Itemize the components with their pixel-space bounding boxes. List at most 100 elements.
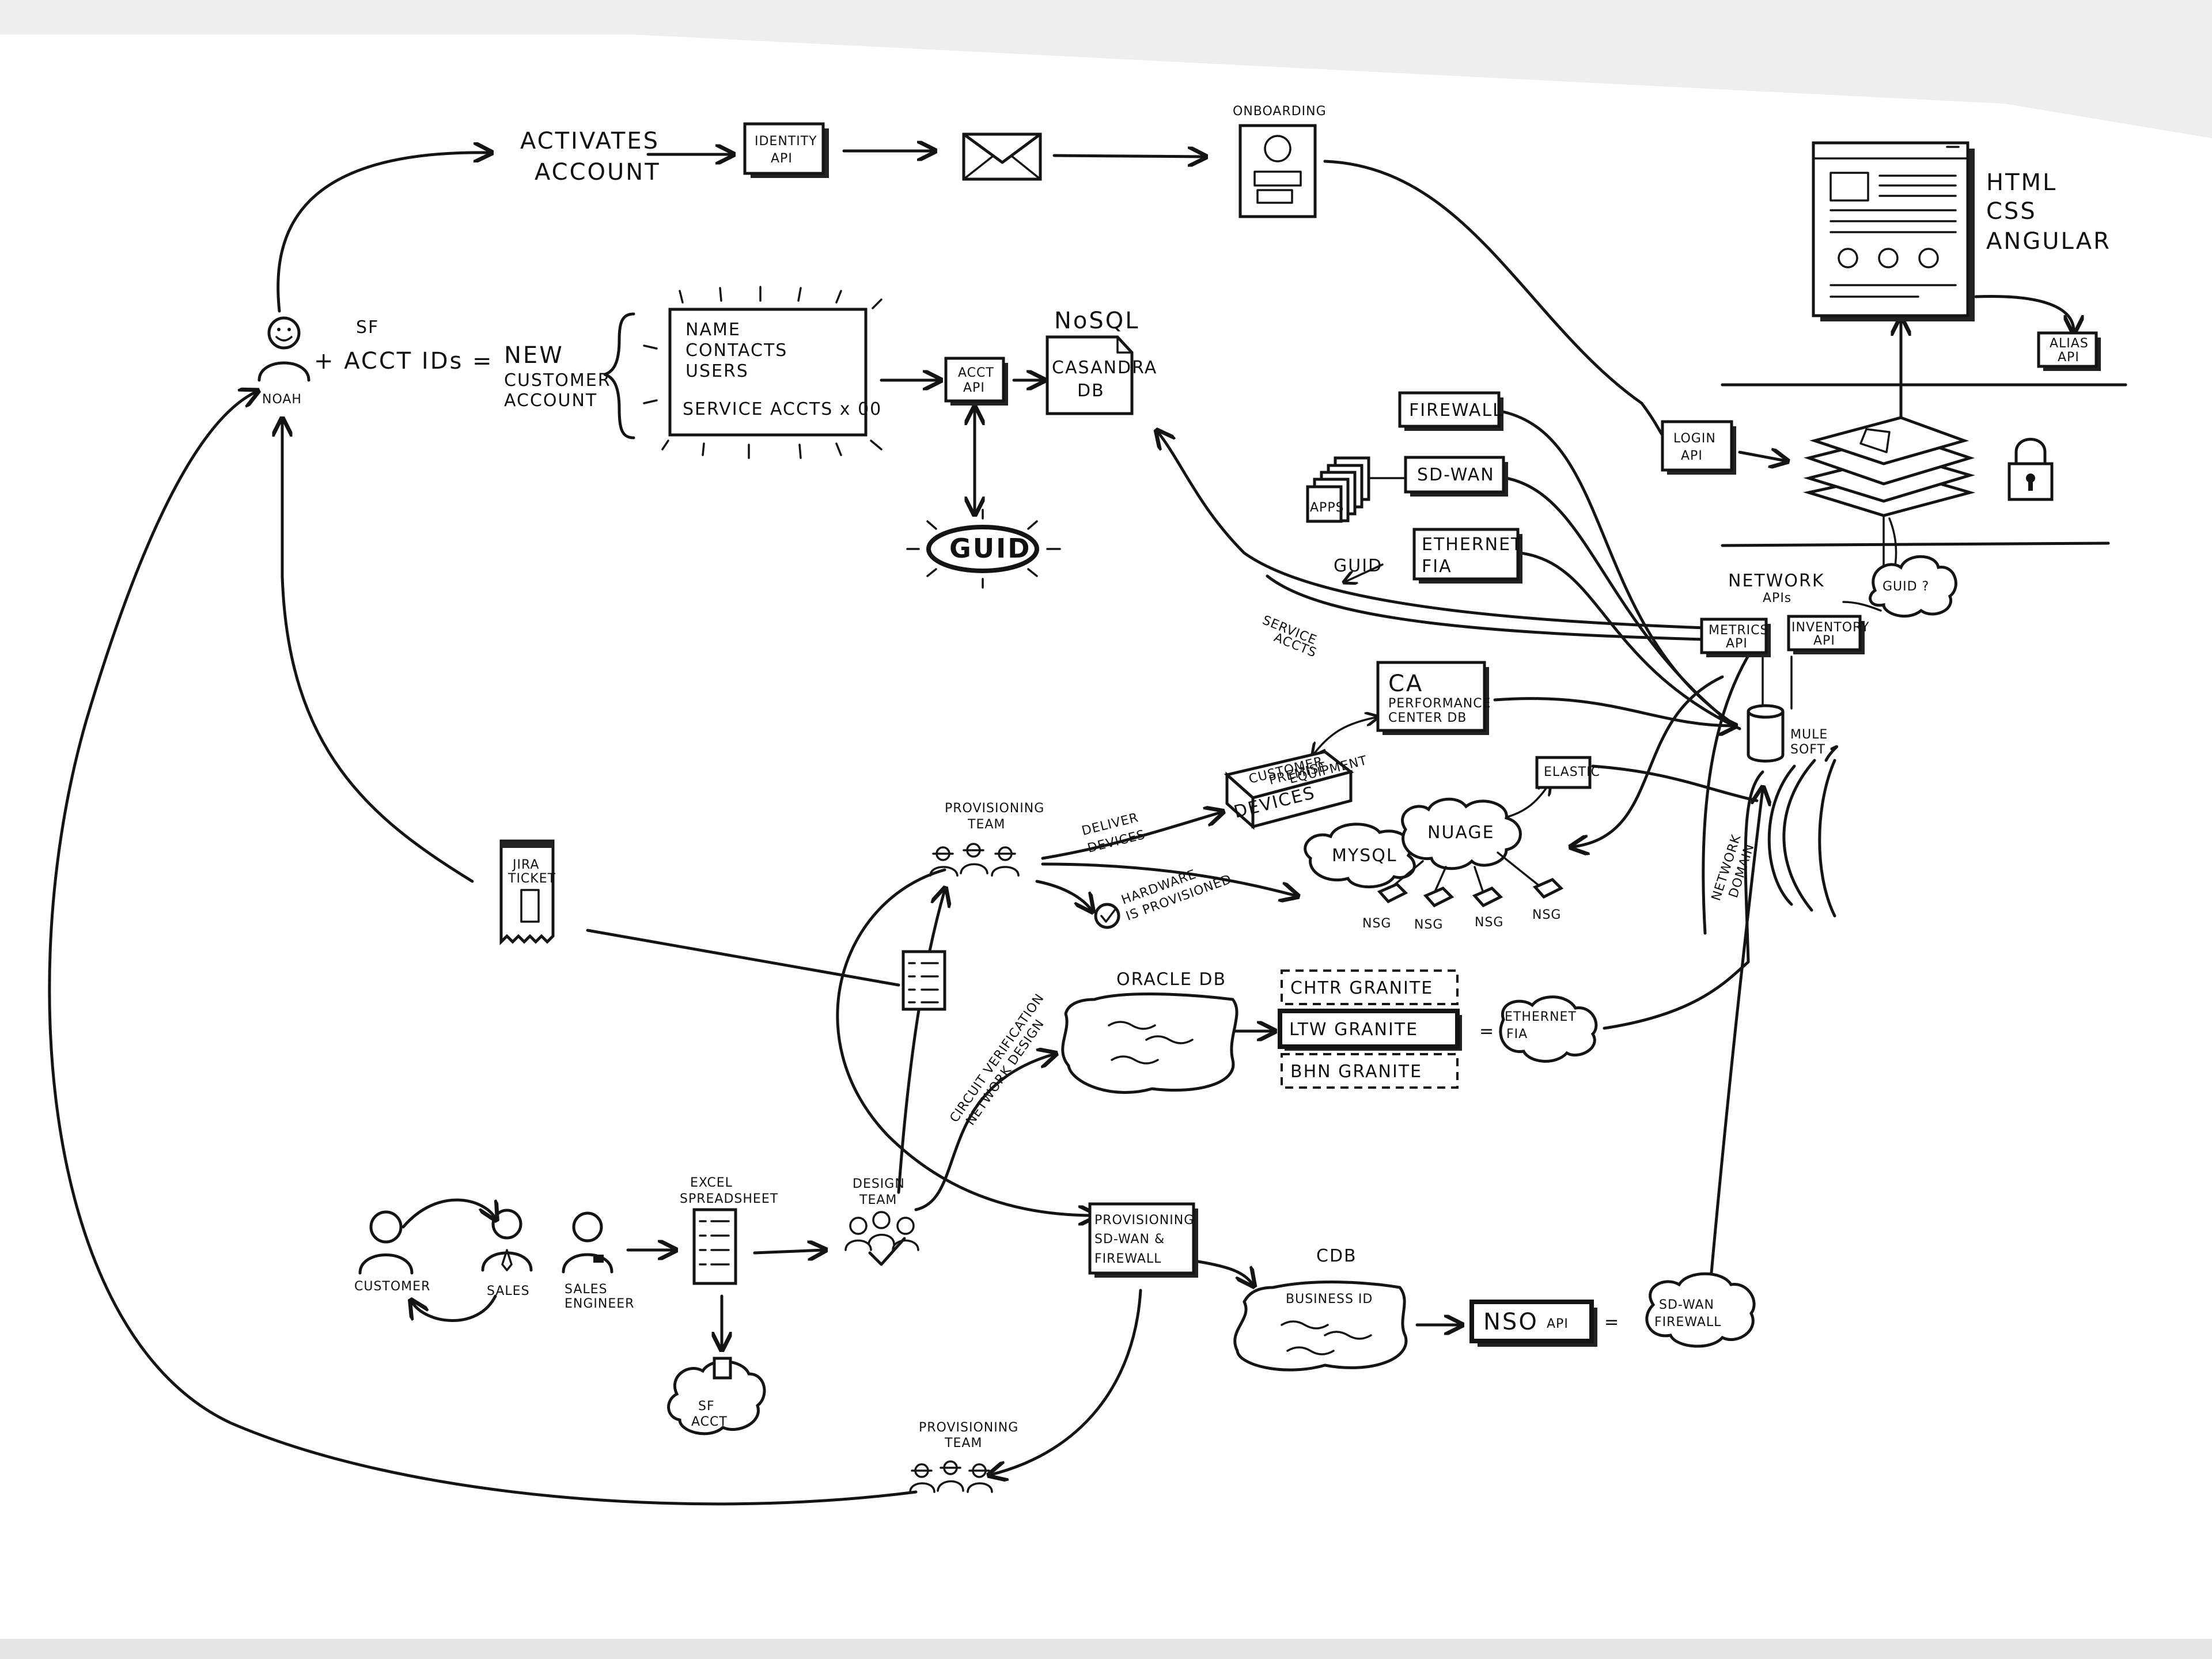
mulesoft-database-icon: MULE SOFT [1747, 704, 1828, 763]
onboarding-form-icon: ONBOARDING [1233, 104, 1327, 218]
layer-stack-icon [1803, 416, 1976, 517]
metrics-api-label-2: API [1726, 637, 1748, 651]
activates-account-label-1: ACTIVATES [520, 128, 660, 154]
css-label: CSS [1986, 198, 2037, 225]
ca-label-3: CENTER DB [1388, 711, 1467, 725]
nuage-label: NUAGE [1427, 823, 1495, 843]
alias-api-label-2: API [2058, 350, 2080, 365]
acct-ids-label: + ACCT IDs [314, 348, 463, 374]
business-id-label: BUSINESS ID [1286, 1292, 1373, 1306]
nsg-label-4: NSG [1532, 908, 1561, 922]
board-top-edge [0, 0, 2212, 138]
new-customer-account-label-3: ACCOUNT [504, 391, 597, 411]
casandra-db-label-1: CASANDRA [1052, 358, 1157, 378]
login-api-box: LOGIN API [1661, 420, 1736, 475]
network-apis-label-1: NETWORK [1728, 571, 1825, 591]
acct-api-label-2: API [963, 381, 985, 395]
card-contacts-label: CONTACTS [685, 340, 787, 361]
guid-question-cloud: GUID ? [1869, 555, 1957, 618]
inventory-api-box: INVENTORY API [1787, 615, 1869, 654]
provisioning-team-bottom-label-2: TEAM [944, 1436, 982, 1450]
devices-box: CUSTOMER PREMISE EQUIPMENT DEVICES [1224, 750, 1369, 830]
identity-api-box: IDENTITY API [743, 122, 829, 178]
ethernet-fia-box: ETHERNET FIA [1412, 528, 1522, 584]
nsg-label-2: NSG [1414, 918, 1443, 932]
provisioning-sdwan-label-1: PROVISIONING [1094, 1213, 1194, 1228]
cdb-cloud: CDB BUSINESS ID [1233, 1246, 1408, 1372]
onboarding-label: ONBOARDING [1233, 104, 1327, 119]
guid-question-label: GUID ? [1883, 579, 1929, 594]
provisioning-team-top: PROVISIONING TEAM [929, 801, 1044, 877]
acct-api-box: ACCT API [944, 357, 1008, 406]
nsg-label-1: NSG [1362, 916, 1391, 931]
design-team-icon: DESIGN TEAM [844, 1177, 919, 1266]
acct-api-label-1: ACCT [958, 366, 994, 380]
ethernet-fia-label-2: FIA [1422, 556, 1452, 577]
customer-account-card: NAME CONTACTS USERS SERVICE ACCTS x 00 [643, 286, 882, 459]
oracle-db-cloud: ORACLE DB [1061, 969, 1238, 1094]
sf-acct-cloud: SF ACCT [667, 1357, 766, 1435]
provisioning-team-top-label-2: TEAM [967, 817, 1005, 832]
mule-soft-label-1: MULE [1790, 728, 1828, 742]
ca-label-1: CA [1388, 671, 1423, 697]
customer-person-icon: CUSTOMER [354, 1210, 430, 1294]
provisioning-sdwan-label-3: FIREWALL [1094, 1252, 1161, 1266]
cdb-label: CDB [1316, 1246, 1357, 1266]
inventory-api-label-1: INVENTORY [1791, 620, 1869, 635]
card-users-label: USERS [685, 361, 749, 381]
metrics-api-box: METRICS API [1700, 618, 1771, 657]
sales-engineer-person-icon: SALES ENGINEER [562, 1211, 634, 1311]
firewall-box: FIREWALL [1398, 391, 1503, 431]
connectors [48, 151, 2127, 1506]
jira-ticket-label-1: JIRA [512, 858, 539, 872]
lock-icon [2008, 438, 2054, 501]
mysql-cloud: MYSQL [1304, 823, 1416, 889]
jira-ticket-icon: JIRA TICKET [499, 839, 556, 946]
alias-api-box: ALIAS API [2037, 331, 2101, 371]
web-page-icon [1812, 141, 1975, 321]
sd-wan-box: SD-WAN [1404, 456, 1508, 497]
nso-api-suffix-label: API [1547, 1317, 1569, 1331]
ethernet-fia-cloud-label-2: FIA [1506, 1027, 1528, 1041]
board-bottom-edge [0, 1639, 2212, 1659]
ca-label-2: PERFORMANCE [1388, 696, 1491, 711]
nsg-devices: NSG NSG NSG NSG [1362, 851, 1564, 932]
circuit-verification-label-1: CIRCUIT VERIFICATION [947, 991, 1047, 1126]
noah-label: NOAH [262, 392, 302, 407]
jira-ticket-label-2: TICKET [507, 872, 556, 886]
customer-label: CUSTOMER [354, 1279, 430, 1294]
design-team-label-2: TEAM [859, 1193, 897, 1207]
activates-account-label-2: ACCOUNT [535, 159, 661, 185]
alias-api-label-1: ALIAS [2050, 336, 2089, 351]
network-apis-label-2: APIs [1763, 591, 1791, 605]
nso-equals: = [1604, 1312, 1620, 1332]
login-api-label-2: API [1681, 449, 1703, 463]
guid-small-label: GUID [1334, 556, 1382, 576]
identity-api-label-1: IDENTITY [755, 134, 817, 149]
guid-label: GUID [949, 533, 1031, 564]
login-api-label-1: LOGIN [1673, 431, 1716, 446]
circuit-verification-annotation: CIRCUIT VERIFICATION NETWORK DESIGN [947, 991, 1047, 1128]
mule-soft-label-2: SOFT [1790, 743, 1825, 757]
granite-equals: = [1479, 1021, 1495, 1041]
design-team-label-1: DESIGN [853, 1177, 905, 1191]
new-customer-account-label-2: CUSTOMER [504, 370, 611, 391]
sf-acct-label-1: SF [698, 1399, 715, 1414]
inventory-api-label-2: API [1813, 634, 1835, 648]
sf-acct-ids: SF + ACCT IDs = NEW CUSTOMER ACCOUNT [314, 312, 635, 440]
excel-spreadsheet-label-1: EXCEL [690, 1176, 733, 1190]
ca-performance-center-box: CA PERFORMANCE CENTER DB [1376, 661, 1491, 735]
provisioning-team-bottom: PROVISIONING TEAM [909, 1421, 1018, 1493]
mulesoft-parentheses [1767, 759, 1836, 918]
sd-wan-firewall-cloud: SD-WAN FIREWALL [1645, 1272, 1756, 1348]
elastic-label: ELASTIC [1544, 765, 1600, 779]
sd-wan-label: SD-WAN [1417, 465, 1495, 485]
metrics-api-label-1: METRICS [1709, 623, 1768, 638]
sd-wan-firewall-label-1: SD-WAN [1659, 1298, 1714, 1312]
provisioning-team-bottom-label-1: PROVISIONING [919, 1421, 1018, 1435]
mysql-label: MYSQL [1332, 846, 1397, 866]
ltw-granite-label: LTW GRANITE [1289, 1020, 1418, 1040]
excel-spreadsheet-icon: EXCEL SPREADSHEET [680, 1176, 778, 1285]
html-label: HTML [1986, 169, 2057, 196]
